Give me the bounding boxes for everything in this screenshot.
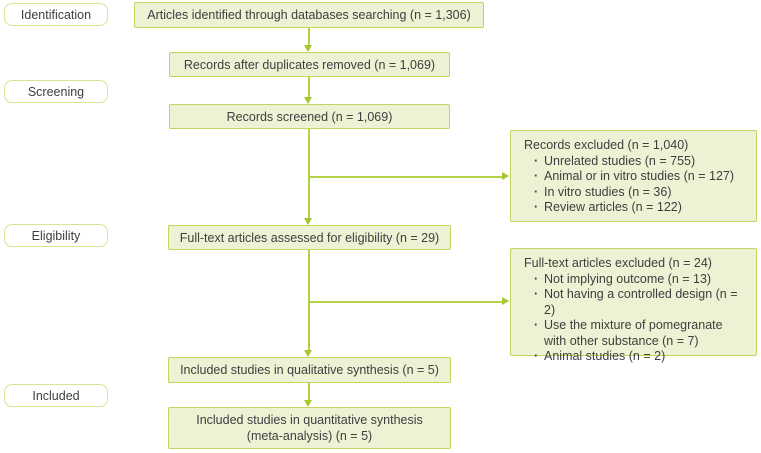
excluded-item: Animal or in vitro studies (n = 127) (534, 169, 748, 185)
connector-line (308, 301, 502, 303)
quantitative-synthesis-line1: Included studies in quantitative synthes… (196, 413, 423, 427)
flow-box-duplicates-removed: Records after duplicates removed (n = 1,… (169, 52, 450, 77)
stage-label-screening: Screening (4, 80, 108, 103)
flow-box-quantitative-synthesis: Included studies in quantitative synthes… (168, 407, 451, 449)
excluded-item: Review articles (n = 122) (534, 200, 748, 216)
excluded-item: In vitro studies (n = 36) (534, 185, 748, 201)
stage-label-included: Included (4, 384, 108, 407)
fulltext-excluded-title: Full-text articles excluded (n = 24) (524, 256, 712, 270)
arrow-down-icon (304, 45, 312, 52)
fulltext-excluded-list: Not implying outcome (n = 13) Not having… (524, 272, 748, 365)
connector-line (308, 383, 310, 401)
connector-line (308, 28, 310, 46)
arrow-right-icon (502, 172, 509, 180)
exclusion-box-fulltext-excluded: Full-text articles excluded (n = 24) Not… (510, 248, 757, 364)
records-excluded-list: Unrelated studies (n = 755) Animal or in… (524, 154, 748, 216)
connector-line (308, 129, 310, 219)
excluded-item: Not implying outcome (n = 13) (534, 272, 748, 288)
flow-box-fulltext-assessed: Full-text articles assessed for eligibil… (168, 225, 451, 250)
flow-box-records-screened: Records screened (n = 1,069) (169, 104, 450, 129)
arrow-down-icon (304, 218, 312, 225)
excluded-item: Not having a controlled design (n = 2) (534, 287, 748, 318)
stage-label-eligibility: Eligibility (4, 224, 108, 247)
arrow-down-icon (304, 350, 312, 357)
connector-line (308, 176, 502, 178)
connector-line (308, 77, 310, 97)
excluded-item: Animal studies (n = 2) (534, 349, 748, 365)
exclusion-box-records-excluded: Records excluded (n = 1,040) Unrelated s… (510, 130, 757, 222)
arrow-down-icon (304, 97, 312, 104)
excluded-item: Unrelated studies (n = 755) (534, 154, 748, 170)
flow-box-qualitative-synthesis: Included studies in qualitative synthesi… (168, 357, 451, 383)
quantitative-synthesis-line2: (meta-analysis) (n = 5) (246, 429, 373, 443)
stage-label-identification: Identification (4, 3, 108, 26)
excluded-item: Use the mixture of pomegranate with othe… (534, 318, 748, 349)
arrow-right-icon (502, 297, 509, 305)
flow-box-articles-identified: Articles identified through databases se… (134, 2, 484, 28)
arrow-down-icon (304, 400, 312, 407)
records-excluded-title: Records excluded (n = 1,040) (524, 138, 689, 152)
